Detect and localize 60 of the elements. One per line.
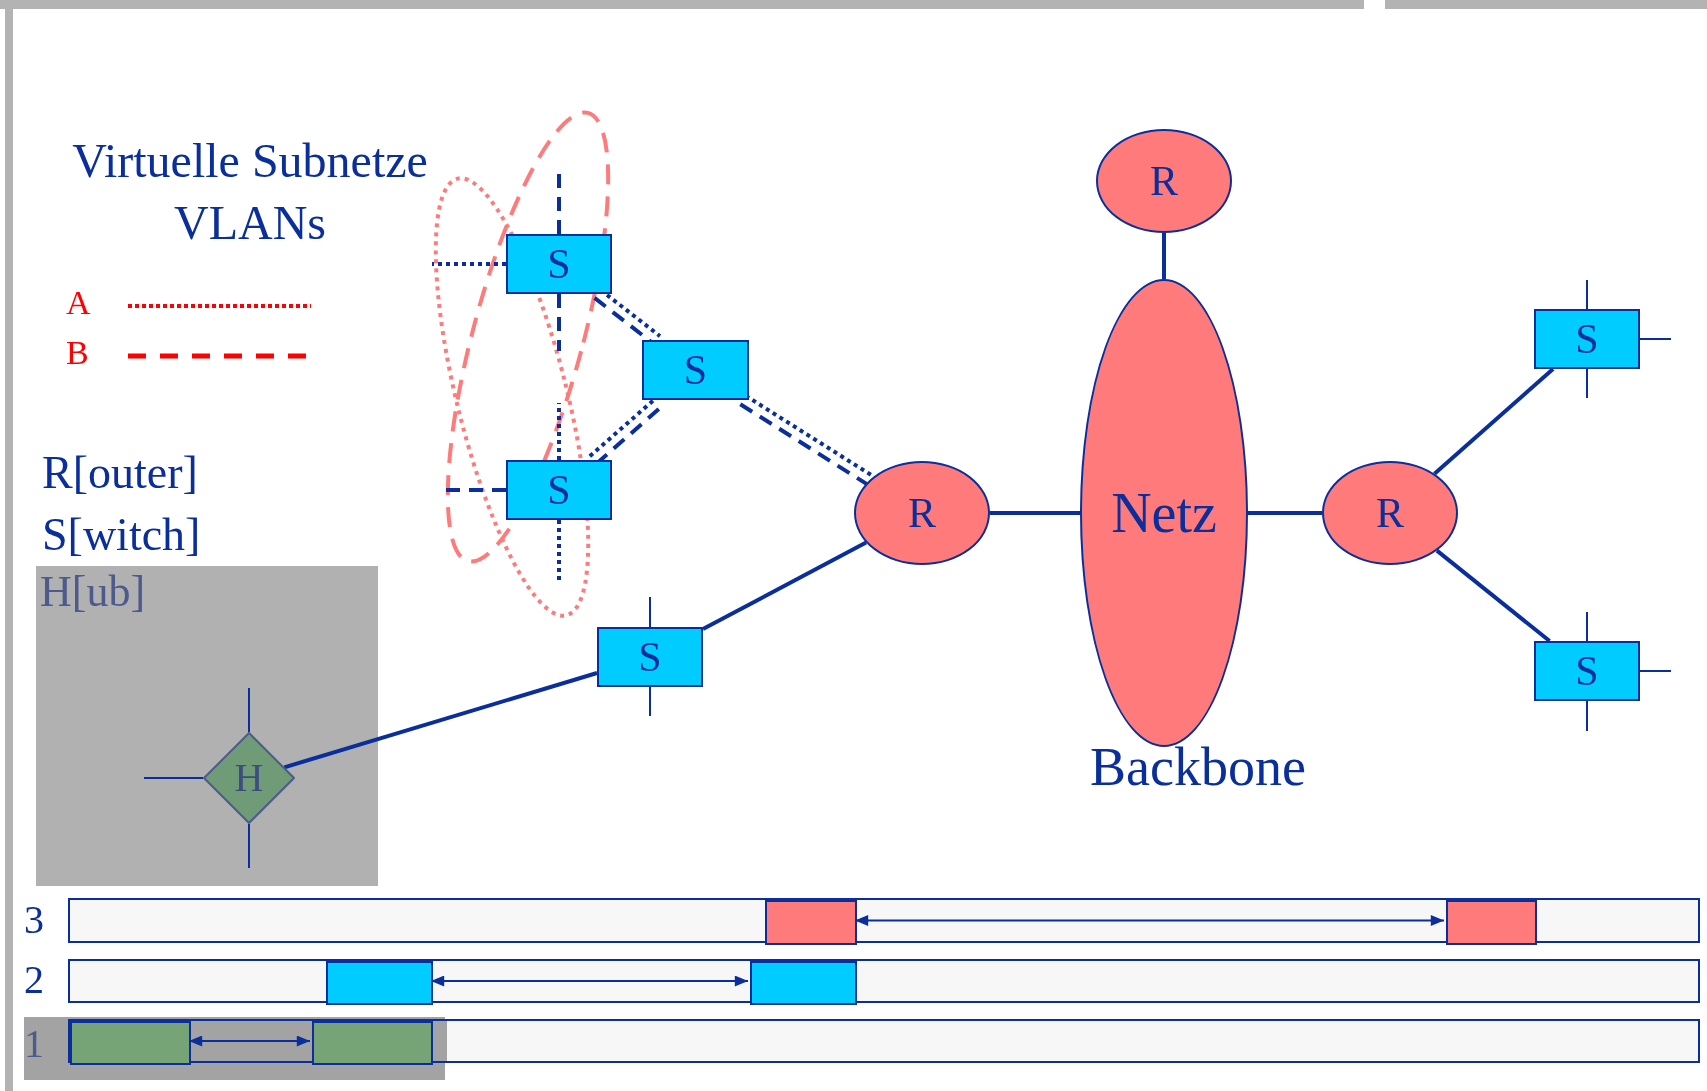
link-line: [248, 823, 250, 869]
legend-label: B: [66, 336, 89, 370]
switch-box: [1534, 309, 1640, 369]
abbreviation-label: R[outer]: [42, 450, 198, 496]
node-label: S: [1575, 318, 1599, 360]
switch-box: [642, 340, 749, 400]
link-line: [557, 294, 561, 351]
layer-bar: [68, 959, 1700, 1003]
link-line: [1248, 511, 1322, 515]
switch-box: [1534, 641, 1640, 701]
layer-number: 1: [24, 1024, 44, 1064]
node-label: S: [547, 469, 571, 511]
legend-label: A: [66, 286, 91, 320]
link-line: [1586, 611, 1588, 642]
link-line: [432, 262, 506, 266]
link-line: [143, 777, 204, 779]
link-line: [283, 671, 598, 770]
frame-block: [750, 961, 857, 1005]
link-line: [557, 520, 561, 582]
node-label: R: [1376, 492, 1404, 534]
node-label: S: [1575, 650, 1599, 692]
layer-bar: [68, 898, 1700, 943]
panel-heading: H[ub]: [40, 570, 146, 614]
link-line: [1586, 279, 1588, 310]
link-line: [1433, 367, 1555, 476]
link-line: [1639, 670, 1672, 672]
frame-block: [1446, 900, 1537, 945]
link-line: [557, 403, 561, 460]
node-label: S: [638, 636, 662, 678]
link-line: [1586, 368, 1588, 399]
hub-diamond: [203, 732, 295, 824]
link-line: [649, 686, 651, 717]
node-label: H: [234, 758, 264, 798]
switch-box: [506, 234, 612, 294]
layer-number: 3: [24, 900, 44, 940]
layer-bar: [68, 1019, 1700, 1063]
link-line: [990, 511, 1080, 515]
hub-highlight-panel: [36, 566, 378, 886]
frame-block: [765, 900, 857, 945]
node-label: R: [1150, 160, 1178, 202]
link-line: [649, 596, 651, 628]
abbreviation-label: S[witch]: [42, 512, 201, 558]
link-line: [557, 174, 561, 234]
title: Virtuelle Subnetze VLANs: [71, 133, 429, 252]
switch-box: [506, 460, 612, 520]
link-line: [248, 687, 250, 733]
frame-block: [70, 1021, 191, 1065]
link-line: [1639, 338, 1672, 340]
node-label: Netz: [1111, 485, 1217, 541]
link-line: [1162, 233, 1166, 279]
node-label: R: [908, 492, 936, 534]
layer-number: 2: [24, 960, 44, 1000]
link-line: [1586, 700, 1588, 732]
link-line: [1435, 549, 1551, 643]
node-label: S: [547, 243, 571, 285]
node-caption: Backbone: [1090, 740, 1306, 794]
frame-block: [312, 1021, 433, 1065]
frame-block: [326, 961, 433, 1005]
switch-box: [597, 627, 703, 687]
node-label: S: [683, 349, 708, 391]
